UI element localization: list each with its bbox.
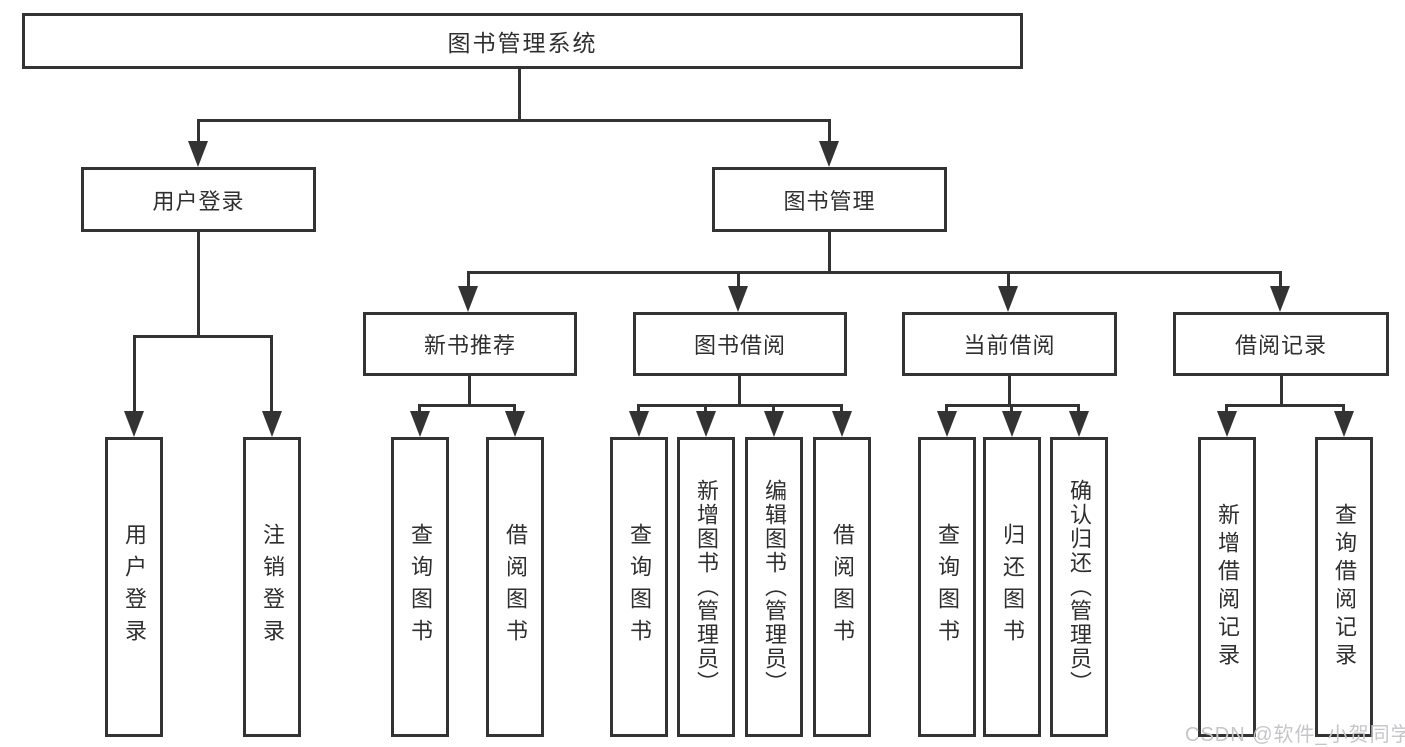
leaf-nb-borrow: 借阅图书 [486,437,544,737]
leaf-login-label: 用户登录 [122,523,147,651]
arrowhead-book-mgmt [819,141,839,167]
node-records-label: 借阅记录 [1234,333,1327,358]
arrowhead-cb-return [1002,411,1022,437]
leaf-bb-add: 新增图书（管理员） [677,437,735,737]
leaf-bb-borrow: 借阅图书 [813,437,871,737]
connector-bb-query-stem [637,404,640,414]
leaf-rec-add-label: 新增借阅记录 [1215,503,1240,671]
node-user-login: 用户登录 [81,167,316,232]
leaf-cb-confirm-label: 确认归还（管理员） [1067,479,1092,695]
arrowhead-records [1270,286,1290,312]
arrowhead-borrowing [728,286,748,312]
leaf-rec-add: 新增借阅记录 [1198,437,1256,737]
leaf-login: 用户登录 [105,437,163,737]
node-borrowing: 图书借阅 [633,312,847,376]
arrowhead-logout [262,411,282,437]
connector-records-rail [1226,404,1345,407]
connector-borrowing-rail [638,404,843,407]
connector-borrowing-stem [737,271,740,288]
leaf-nb-borrow-label: 借阅图书 [503,523,528,651]
node-borrowing-label: 图书借阅 [693,333,786,358]
node-book-mgmt: 图书管理 [712,167,947,232]
connector-cb-query-stem [945,404,948,414]
connector-borrowing-stub [738,376,741,405]
connector-nb-borrow-stem [513,404,516,414]
connector-new-books-rail [419,404,516,407]
connector-login-stem [133,335,136,412]
leaf-bb-query-label: 查询图书 [627,523,652,651]
connector-new-books-stub [468,376,471,405]
connector-records-stem [1279,271,1282,288]
node-root-label: 图书管理系统 [447,30,598,56]
connector-cb-confirm-stem [1077,404,1080,414]
node-records: 借阅记录 [1173,312,1389,376]
connector-bb-add-stem [704,404,707,414]
leaf-bb-borrow-label: 借阅图书 [830,523,855,651]
connector-records-stub [1280,376,1283,405]
arrowhead-nb-borrow [505,411,525,437]
arrowhead-current [998,286,1018,312]
leaf-cb-query-label: 查询图书 [935,523,960,651]
connector-cb-return-stem [1010,404,1013,414]
arrowhead-new-books [458,286,478,312]
connector-bb-borrow-stem [840,404,843,414]
arrowhead-bb-query [629,411,649,437]
connector-l2-rail [197,119,830,122]
leaf-rec-query-label: 查询借阅记录 [1332,503,1357,671]
leaf-rec-query: 查询借阅记录 [1315,437,1373,737]
arrowhead-cb-confirm [1069,411,1089,437]
leaf-cb-query: 查询图书 [918,437,976,737]
leaf-bb-query: 查询图书 [610,437,668,737]
connector-rec-query-stem [1342,404,1345,414]
connector-book-mgmt-stub [828,232,831,273]
node-new-books-label: 新书推荐 [423,333,516,358]
leaf-nb-query: 查询图书 [391,437,449,737]
connector-current-stem [1007,271,1010,288]
connector-root-stub [518,69,521,119]
arrowhead-cb-query [937,411,957,437]
arrowhead-rec-add [1217,411,1237,437]
node-new-books: 新书推荐 [363,312,577,376]
connector-current-stub [1008,376,1011,405]
arrowhead-bb-borrow [832,411,852,437]
connector-user-login-rail [133,335,273,338]
node-user-login-label: 用户登录 [152,188,245,214]
connector-l2-stem-left [197,119,200,143]
connector-l2-stem-right [828,119,831,143]
connector-user-login-stub [197,232,200,336]
leaf-cb-return-label: 归还图书 [1000,523,1025,651]
connector-rec-add-stem [1225,404,1228,414]
connector-l3-rail [468,271,1282,274]
leaf-logout-label: 注销登录 [260,523,285,651]
arrowhead-login [124,411,144,437]
arrowhead-rec-query [1334,411,1354,437]
leaf-bb-add-label: 新增图书（管理员） [694,479,719,695]
arrowhead-bb-add [696,411,716,437]
leaf-cb-confirm: 确认归还（管理员） [1050,437,1108,737]
leaf-logout: 注销登录 [243,437,301,737]
node-book-mgmt-label: 图书管理 [783,188,876,214]
arrowhead-user-login [188,141,208,167]
csdn-watermark: CSDN @软件_小贺同学 [1185,724,1405,746]
connector-new-books-stem [467,271,470,288]
leaf-bb-edit: 编辑图书（管理员） [745,437,803,737]
arrowhead-bb-edit [764,411,784,437]
node-current-label: 当前借阅 [963,333,1056,358]
node-current: 当前借阅 [902,312,1117,376]
connector-nb-query-stem [418,404,421,414]
leaf-nb-query-label: 查询图书 [408,523,433,651]
connector-current-rail [946,404,1080,407]
leaf-cb-return: 归还图书 [983,437,1041,737]
leaf-bb-edit-label: 编辑图书（管理员） [762,479,787,695]
arrowhead-nb-query [410,411,430,437]
connector-bb-edit-stem [772,404,775,414]
connector-logout-stem [270,335,273,412]
node-root: 图书管理系统 [22,13,1023,69]
